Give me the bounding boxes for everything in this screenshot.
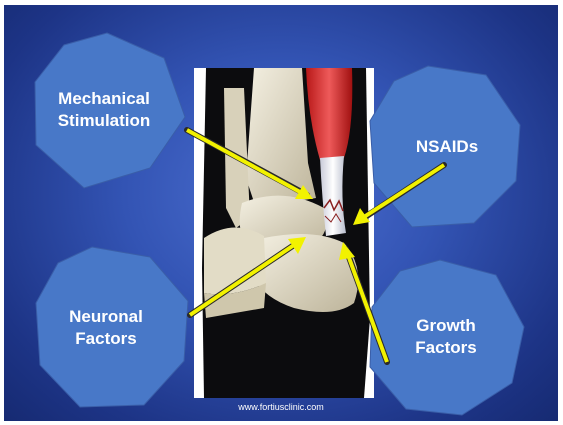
growth-line-2: Factors — [386, 337, 506, 359]
ankle-tendon-image — [194, 68, 374, 398]
nsaids-label: NSAIDs — [387, 136, 507, 158]
mechanical-stimulation-label: Mechanical Stimulation — [44, 88, 164, 132]
mechanical-line-1: Mechanical — [44, 88, 164, 110]
neuronal-factors-label: Neuronal Factors — [46, 306, 166, 350]
neuronal-line-2: Factors — [46, 328, 166, 350]
mechanical-line-2: Stimulation — [44, 110, 164, 132]
growth-factors-label: Growth Factors — [386, 315, 506, 359]
slide: Mechanical Stimulation NSAIDs Neuronal F… — [4, 5, 558, 421]
neuronal-line-1: Neuronal — [46, 306, 166, 328]
growth-line-1: Growth — [386, 315, 506, 337]
nsaids-line-1: NSAIDs — [387, 136, 507, 158]
ankle-tendon-icon — [194, 68, 374, 398]
footer-url: www.fortiusclinic.com — [4, 402, 558, 412]
